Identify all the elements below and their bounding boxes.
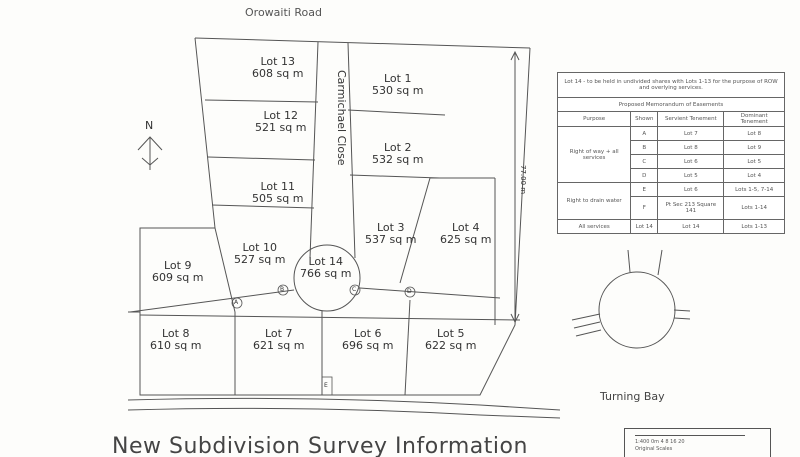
easement-a: A (234, 299, 239, 306)
page-title: New Subdivision Survey Information (112, 434, 528, 457)
table-heading: Proposed Memorandum of Easements (557, 97, 785, 112)
easement-b: B (280, 286, 285, 293)
cul-de-sac (293, 244, 361, 312)
scale-ticks: 1:400 0m 4 8 16 20 (635, 439, 685, 445)
east-south-boundary (139, 47, 531, 396)
easement-c: C (352, 286, 357, 293)
road-boundary (194, 37, 531, 49)
north-label: N (145, 119, 154, 132)
scale-bar: 1:400 0m 4 8 16 20 Original Scales (624, 428, 771, 457)
easement-markers (231, 284, 416, 396)
turning-bay-diagram (571, 249, 691, 349)
scale-caption: Original Scales (635, 446, 673, 452)
west-boundary (128, 37, 216, 313)
north-arrow-icon (137, 136, 163, 170)
table-header-row: Purpose Shown Servient Tenement Dominant… (556, 111, 785, 127)
easements-table: Lot 14 - to be held in undivided shares … (556, 72, 785, 234)
road-name: Orowaiti Road (245, 6, 322, 19)
easement-d: D (407, 288, 412, 295)
lot-14-note: Lot 14 - to be held in undivided shares … (557, 72, 785, 98)
easement-e: E (324, 382, 328, 389)
turning-bay-label: Turning Bay (600, 390, 665, 403)
close-east-edge (347, 42, 356, 259)
depth-dimension: 77.00 m (519, 165, 527, 195)
street-name: Carmichael Close (335, 70, 348, 166)
close-west-edge (309, 41, 319, 259)
